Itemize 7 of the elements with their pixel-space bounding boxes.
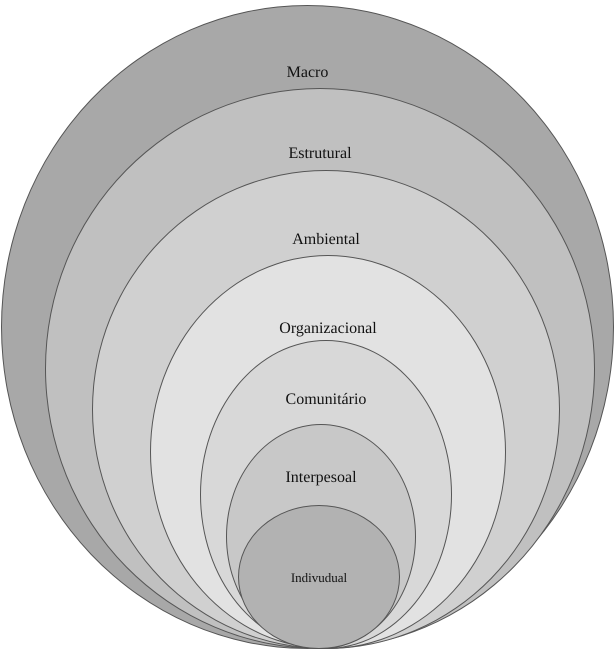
level-label: Estrutural (288, 145, 352, 163)
level-label: Interpesoal (285, 469, 357, 487)
level-label: Indivudual (290, 570, 348, 586)
level-label: Macro (286, 64, 328, 82)
level-label: Comunitário (286, 391, 366, 409)
level-label: Organizacional (279, 320, 377, 338)
level-label: Ambiental (292, 231, 360, 249)
